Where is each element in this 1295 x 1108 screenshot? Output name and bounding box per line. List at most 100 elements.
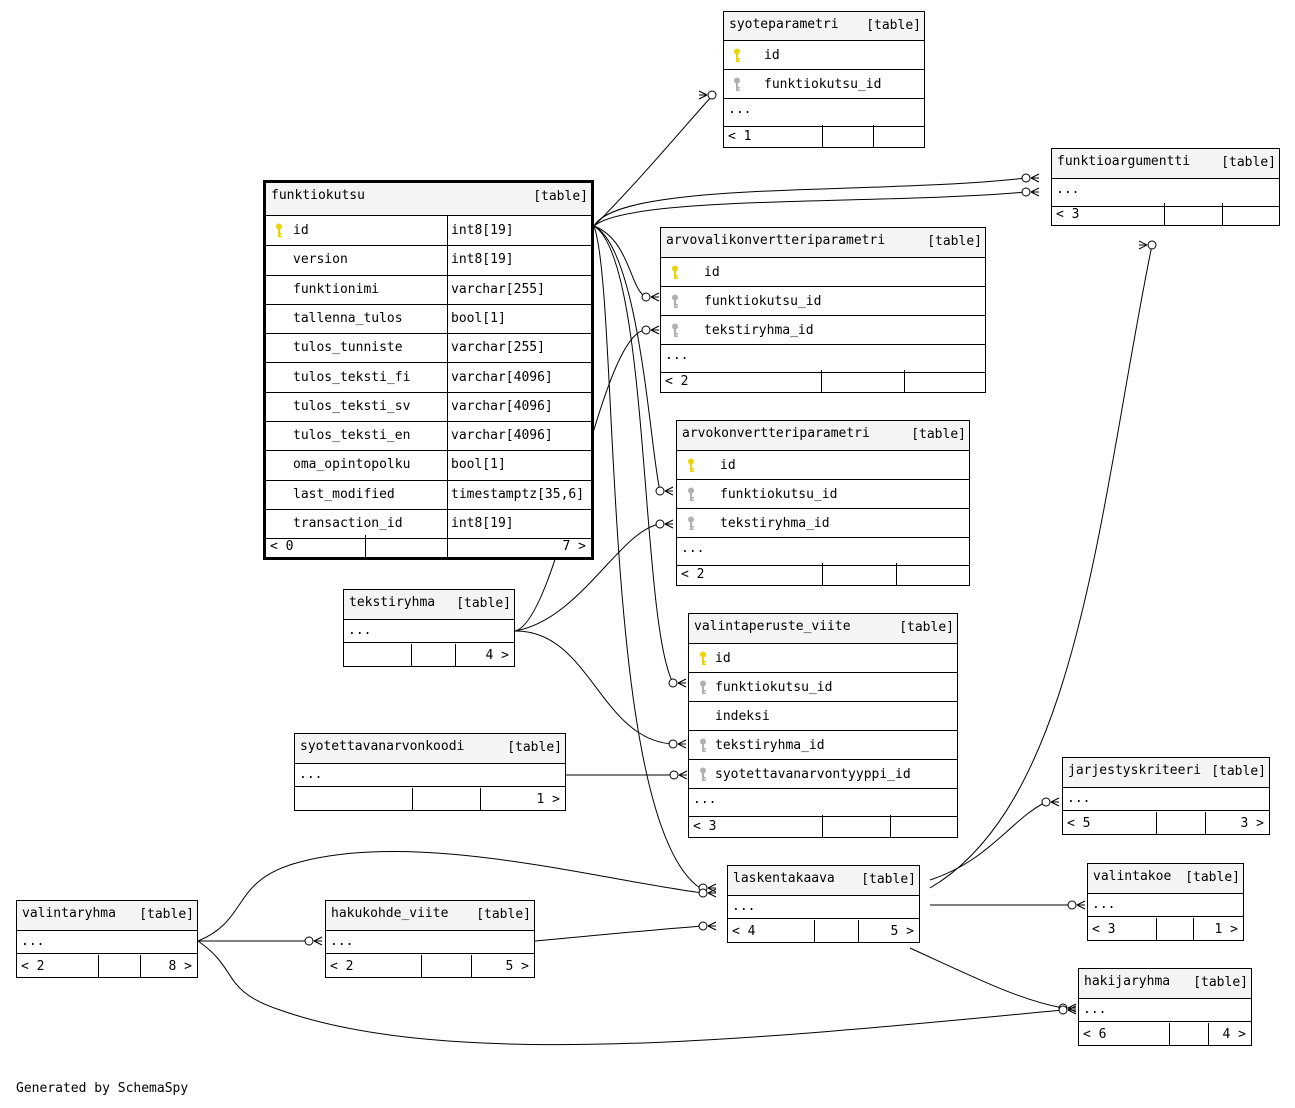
table-type-tag: [table] [1193, 975, 1248, 990]
table-header: funktiokutsu[table] [266, 183, 591, 216]
table-header: syotettavanarvonkoodi[table] [295, 734, 565, 764]
column-row[interactable]: syotettavanarvontyyppi_id [689, 760, 957, 789]
table-type-tag: [table] [1185, 870, 1240, 885]
foreign-key-icon [700, 738, 706, 752]
more-columns-ellipsis: ... [665, 348, 689, 363]
column-name: funktiokutsu_id [764, 77, 882, 92]
column-name: syotettavanarvontyyppi_id [715, 767, 911, 782]
column-row[interactable]: id [677, 451, 969, 480]
optional-cardinality-marker [698, 888, 708, 898]
more-columns-ellipsis: ... [728, 102, 752, 117]
column-row[interactable]: tekstiryhma_id [677, 509, 969, 538]
more-columns-row: ... [1063, 788, 1269, 811]
many-cardinality-marker [707, 883, 717, 893]
column-row[interactable]: tekstiryhma_id [689, 731, 957, 760]
column-name: funktiokutsu_id [720, 487, 838, 502]
relationship-line [929, 244, 1153, 889]
column-type: int8[19] [451, 252, 514, 268]
column-row[interactable]: id [724, 41, 924, 70]
table-footer: < 3 [689, 815, 957, 837]
many-cardinality-marker [664, 486, 674, 496]
relationship-line [197, 850, 704, 942]
more-columns-ellipsis: ... [1067, 791, 1091, 806]
column-row[interactable]: tekstiryhma_id [661, 316, 985, 345]
table-type-tag: [table] [476, 907, 531, 922]
relationship-line [197, 940, 1064, 1046]
table-type-tag: [table] [927, 234, 982, 249]
optional-cardinality-marker [1067, 900, 1077, 910]
table-header: laskentakaava[table] [728, 866, 919, 896]
column-row[interactable]: funktiokutsu_id [689, 673, 957, 702]
table-funktioargumentti[interactable]: funktioargumentti[table]...< 3 [1051, 148, 1280, 226]
primary-key-icon [700, 651, 706, 665]
table-name: jarjestyskriteeri [1068, 763, 1202, 778]
table-arvokonvertteriparametri[interactable]: arvokonvertteriparametri[table]id funktio… [676, 420, 970, 586]
optional-cardinality-marker [1021, 187, 1031, 197]
table-header: valintaryhma[table] [17, 901, 197, 931]
column-row[interactable]: id [661, 258, 985, 287]
foreign-key-icon [688, 487, 694, 501]
table-footer: 1 > [295, 788, 565, 810]
parent-count: < 4 [732, 924, 756, 939]
column-name: id [293, 223, 309, 238]
column-row[interactable]: funktiokutsu_id [677, 480, 969, 509]
table-name: tekstiryhma [349, 595, 436, 610]
column-row[interactable]: indeksi [689, 702, 957, 731]
many-cardinality-marker [313, 936, 323, 946]
optional-cardinality-marker [707, 90, 717, 100]
relationship-line [909, 947, 1064, 1009]
many-cardinality-marker [1030, 173, 1040, 183]
more-columns-row: ... [724, 99, 924, 127]
table-syotettavanarvonkoodi[interactable]: syotettavanarvonkoodi[table]...1 > [294, 733, 566, 811]
column-row[interactable]: id [689, 644, 957, 673]
many-cardinality-marker [677, 678, 687, 688]
relationship-line [514, 523, 661, 632]
child-count: 1 > [536, 792, 560, 807]
table-header: hakijaryhma[table] [1079, 969, 1251, 999]
column-name: funktiokutsu_id [704, 294, 822, 309]
table-type-tag: [table] [899, 620, 954, 635]
more-columns-ellipsis: ... [1056, 182, 1080, 197]
relationship-line [593, 95, 713, 227]
column-name: tulos_teksti_en [293, 428, 411, 444]
table-type-tag: [table] [866, 18, 921, 33]
primary-key-icon [672, 265, 678, 279]
column-row[interactable]: funktiokutsu_id [724, 70, 924, 99]
column-name: oma_opintopolku [293, 457, 411, 473]
relationship-line [534, 925, 704, 942]
table-type-tag: [table] [507, 740, 562, 755]
optional-cardinality-marker [1147, 240, 1157, 250]
table-header: arvokonvertteriparametri[table] [677, 421, 969, 451]
parent-count: < 2 [681, 567, 705, 582]
column-name: tallenna_tulos [293, 310, 403, 326]
column-row[interactable]: funktiokutsu_id [661, 287, 985, 316]
optional-cardinality-marker [641, 325, 651, 335]
relationship-line [929, 801, 1047, 881]
table-tekstiryhma[interactable]: tekstiryhma[table]...4 > [343, 589, 515, 667]
